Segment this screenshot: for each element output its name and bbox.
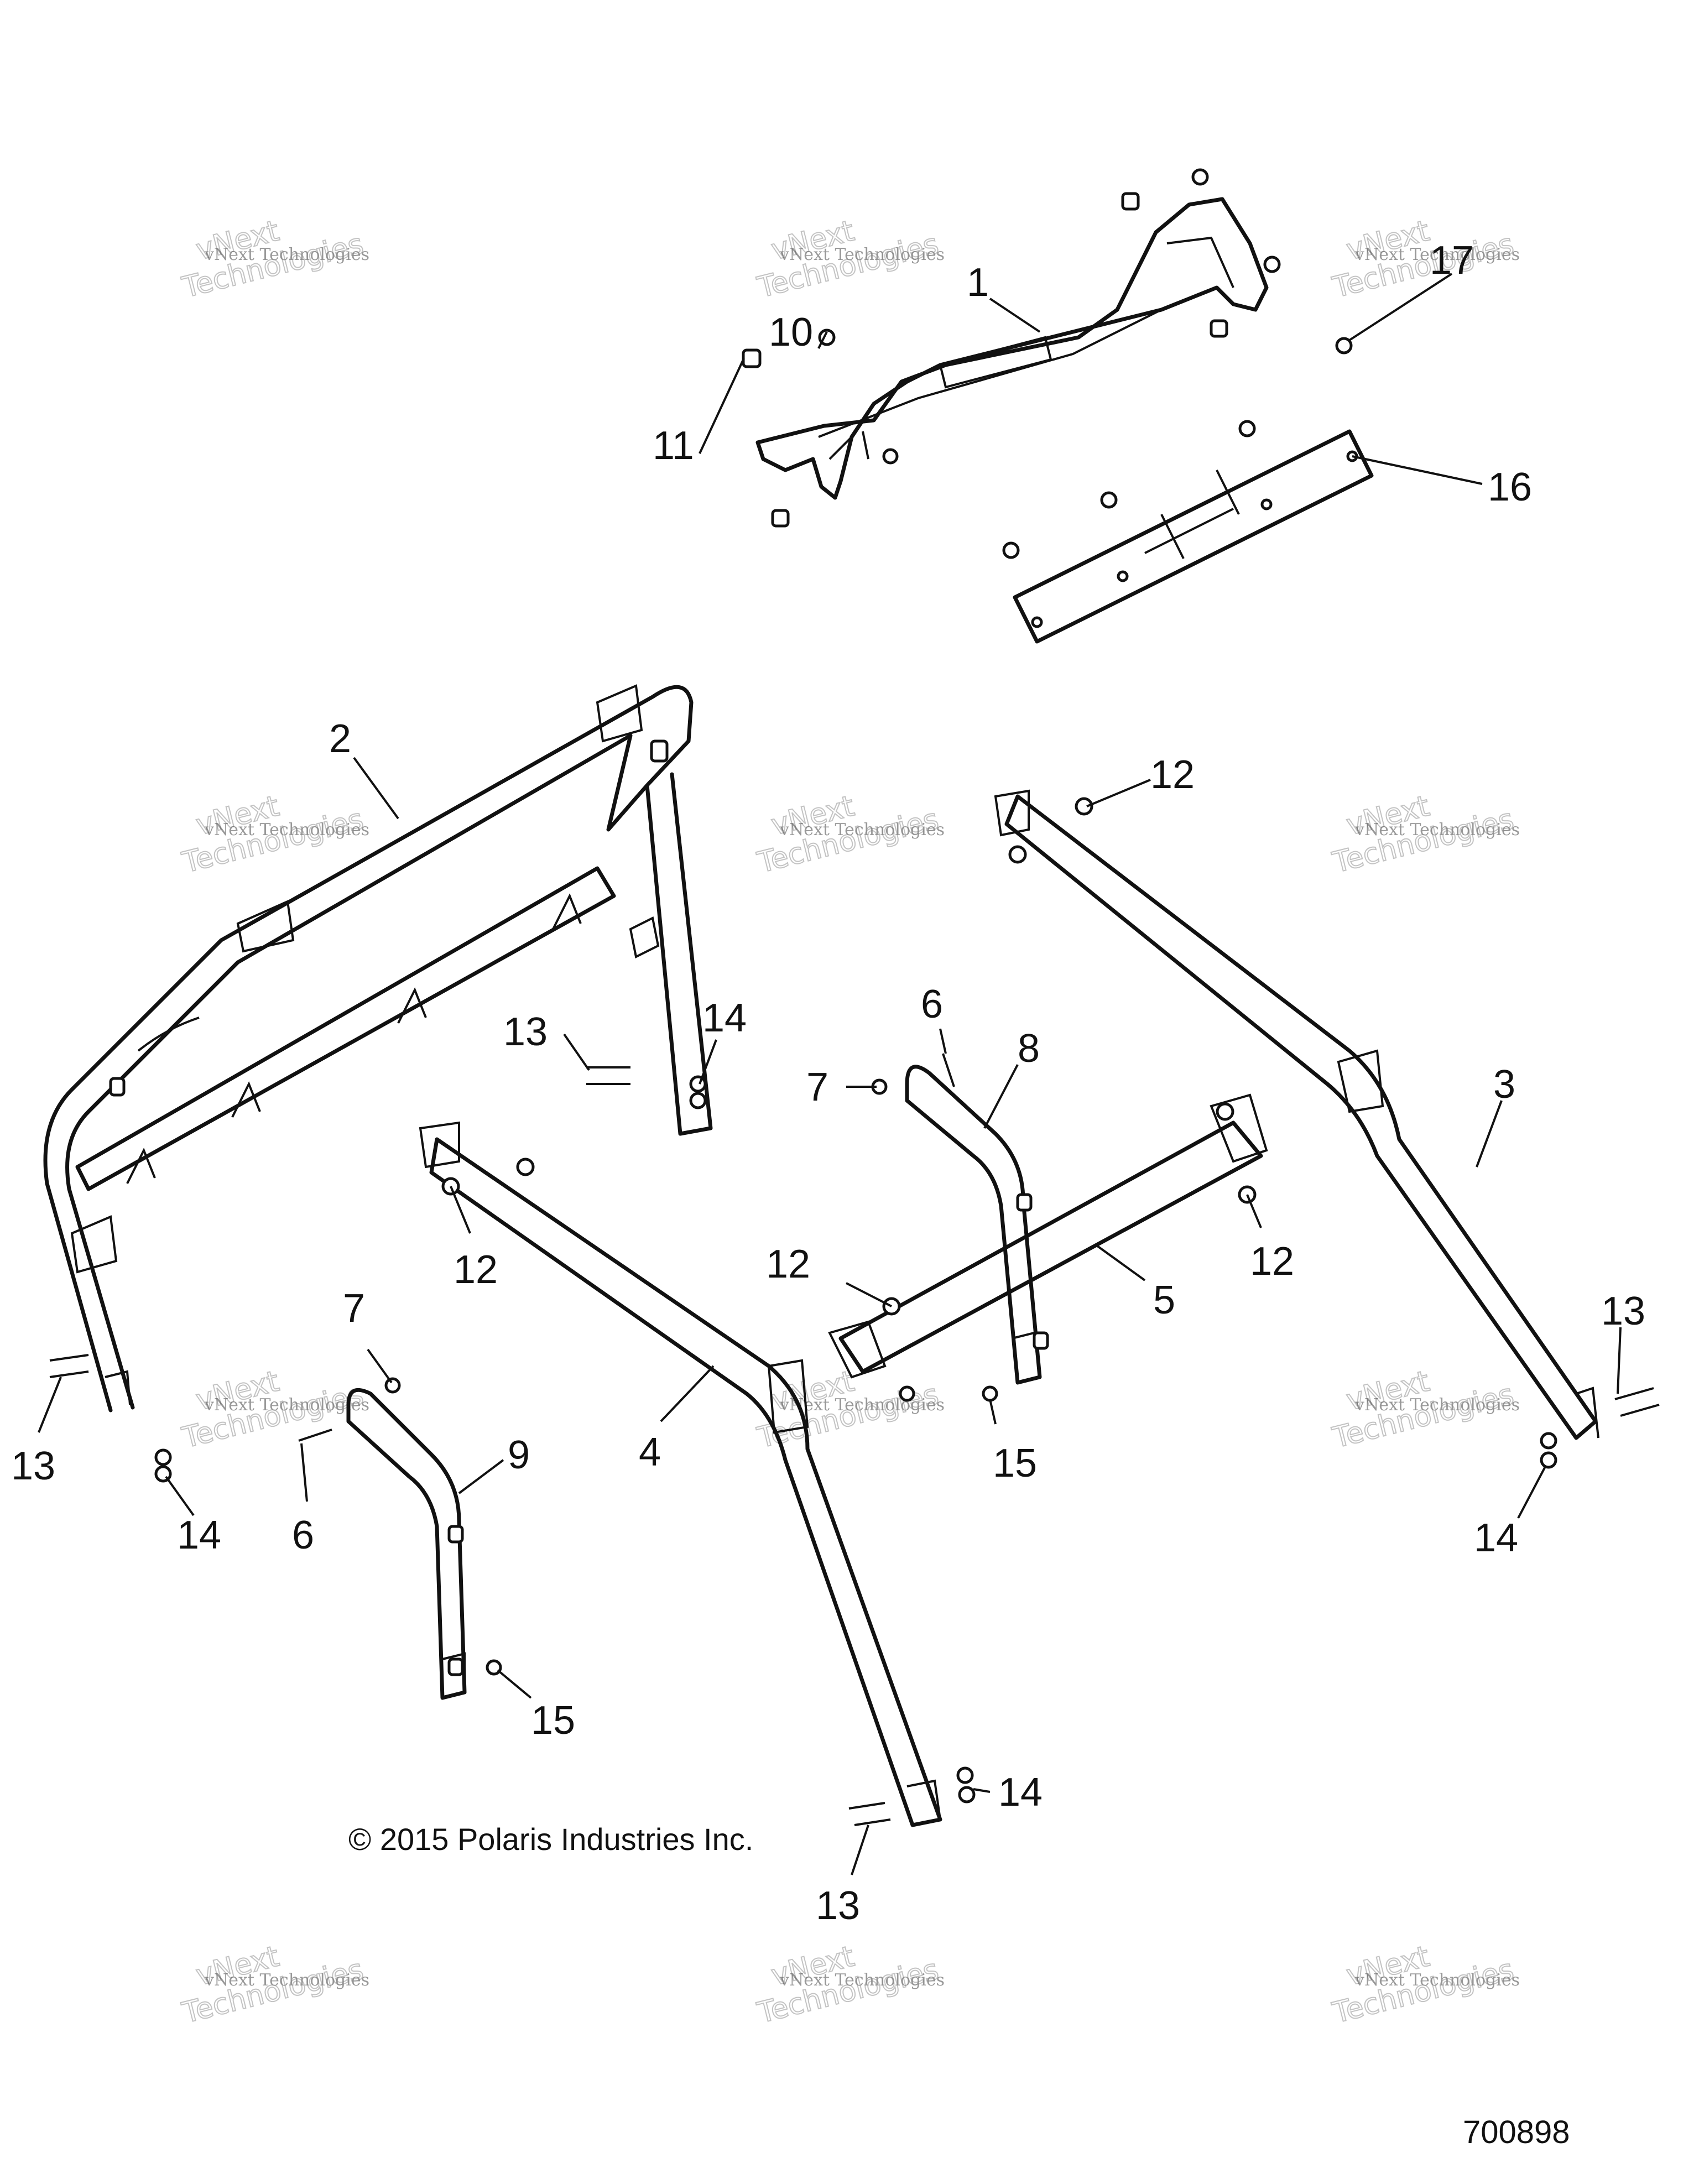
callout-12: 12 — [1150, 753, 1195, 797]
callout-12: 12 — [1250, 1239, 1294, 1284]
loose-hardware — [49, 1053, 1660, 1826]
watermark: vNext vNext Technologies Technologies — [178, 789, 369, 880]
bolt-icon — [586, 1066, 630, 1085]
nut-icon — [958, 1786, 976, 1804]
callout-13: 13 — [503, 1010, 548, 1054]
nut-icon — [1540, 1451, 1557, 1469]
watermark: vNext vNext Technologies Technologies — [753, 214, 945, 305]
callout-5: 5 — [1153, 1278, 1175, 1322]
bolt-icon — [982, 1385, 998, 1402]
leader-lines — [38, 273, 1622, 1875]
svg-text:vNext Technologies: vNext Technologies — [779, 245, 945, 264]
callout-13: 13 — [816, 1884, 860, 1928]
watermark: vNext vNext Technologies Technologies — [178, 214, 369, 305]
clip-nut-icon — [771, 509, 790, 528]
bolt-icon — [899, 1385, 915, 1402]
part-2-front-roll-cage — [43, 684, 713, 1412]
part-1-console-panel — [755, 197, 1269, 500]
callout-7: 7 — [806, 1065, 828, 1109]
callout-15: 15 — [993, 1441, 1037, 1485]
bolt-icon — [1263, 256, 1281, 273]
callout-12: 12 — [454, 1248, 498, 1292]
clip-icon — [1121, 192, 1140, 211]
part-8-upright-bar — [905, 1065, 1049, 1385]
bolt-icon — [1614, 1387, 1660, 1417]
callout-14: 14 — [177, 1513, 221, 1557]
part-3-right-bar — [994, 789, 1599, 1440]
watermark: vNext vNext Technologies Technologies — [753, 789, 945, 880]
part-4-diagonal-bar — [419, 1121, 942, 1827]
watermark: vNext vNext Technologies Technologies — [1328, 789, 1520, 880]
pin-icon — [298, 1429, 332, 1442]
watermark: vNext vNext Technologies Technologies — [178, 1940, 369, 2031]
callout-labels: 1 10 11 17 16 2 12 3 13 14 6 7 8 12 12 1… — [11, 238, 1645, 1928]
callout-14: 14 — [1474, 1516, 1518, 1560]
callout-13: 13 — [11, 1444, 55, 1488]
callout-10: 10 — [769, 310, 813, 355]
callout-7: 7 — [343, 1286, 365, 1331]
callout-11: 11 — [653, 424, 694, 468]
svg-text:vNext Technologies: vNext Technologies — [1354, 1971, 1520, 1990]
part-9-upright-bar — [346, 1388, 467, 1700]
nut-icon — [689, 1092, 707, 1109]
screw-icon — [1335, 337, 1353, 355]
callout-9: 9 — [508, 1433, 530, 1477]
pin-icon — [942, 1053, 955, 1087]
callout-8: 8 — [1018, 1026, 1040, 1071]
svg-text:vNext Technologies: vNext Technologies — [1354, 820, 1520, 840]
clip-nut-icon — [742, 348, 762, 368]
callout-13: 13 — [1601, 1289, 1645, 1333]
svg-text:vNext Technologies: vNext Technologies — [204, 1971, 369, 1990]
bolt-icon — [882, 448, 899, 465]
watermark: vNext vNext Technologies Technologies — [178, 1364, 369, 1456]
bolt-icon — [848, 1802, 891, 1826]
watermark: vNext vNext Technologies Technologies — [1328, 1364, 1520, 1456]
part-16-strip — [1013, 429, 1374, 644]
copyright-notice: © 2015 Polaris Industries Inc. — [348, 1822, 753, 1857]
part-5-cross-bar — [828, 1093, 1268, 1379]
callout-15: 15 — [531, 1698, 575, 1743]
callout-2: 2 — [329, 717, 351, 761]
svg-text:vNext Technologies: vNext Technologies — [779, 820, 945, 840]
bolt-icon — [1191, 168, 1209, 186]
bolt-icon — [486, 1659, 502, 1676]
svg-text:vNext Technologies: vNext Technologies — [204, 820, 369, 840]
callout-14: 14 — [998, 1770, 1043, 1815]
svg-text:vNext Technologies: vNext Technologies — [1354, 1395, 1520, 1415]
part-16-hardware — [1002, 337, 1353, 559]
svg-text:vNext Technologies: vNext Technologies — [779, 1971, 945, 1990]
svg-text:vNext Technologies: vNext Technologies — [1354, 245, 1520, 264]
callout-4: 4 — [639, 1430, 661, 1474]
nut-icon — [384, 1377, 401, 1394]
callout-6: 6 — [921, 982, 943, 1026]
watermark: vNext vNext Technologies Technologies — [753, 1940, 945, 2031]
callout-3: 3 — [1493, 1062, 1515, 1107]
watermark: vNext vNext Technologies Technologies — [1328, 1940, 1520, 2031]
screw-icon — [1238, 420, 1256, 437]
nut-icon — [956, 1766, 974, 1784]
callout-1: 1 — [967, 260, 989, 305]
svg-text:vNext Technologies: vNext Technologies — [204, 1395, 369, 1415]
figure-number: 700898 — [1463, 2114, 1570, 2150]
callout-14: 14 — [702, 996, 747, 1040]
bolt-icon — [49, 1354, 89, 1378]
callout-6: 6 — [292, 1513, 314, 1557]
clip-icon — [1210, 319, 1228, 338]
svg-text:vNext Technologies: vNext Technologies — [204, 245, 369, 264]
screw-icon — [1100, 491, 1118, 509]
callout-17: 17 — [1430, 238, 1474, 283]
nut-icon — [154, 1448, 172, 1466]
nut-icon — [689, 1075, 707, 1093]
screw-icon — [1002, 541, 1020, 559]
nut-icon — [1540, 1432, 1557, 1450]
callout-12: 12 — [766, 1242, 810, 1286]
callout-16: 16 — [1488, 465, 1532, 509]
